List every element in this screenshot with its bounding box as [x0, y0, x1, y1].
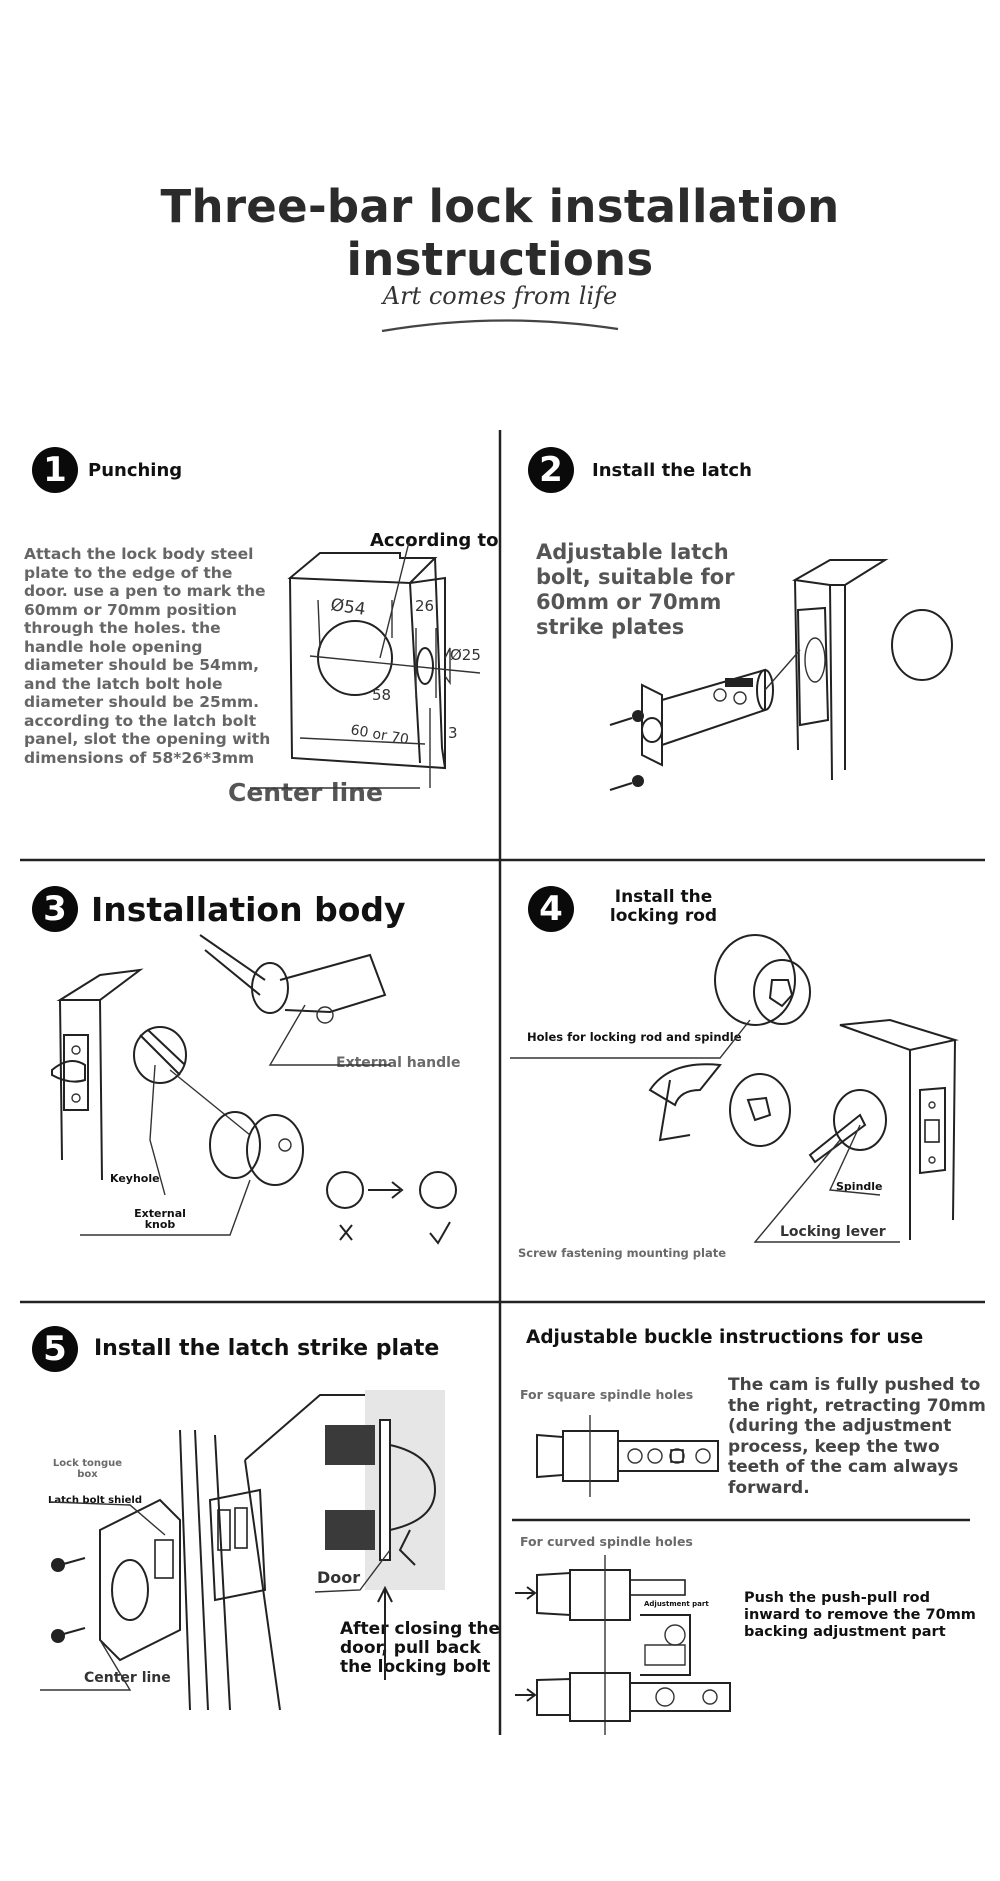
according-to-label: According to [370, 530, 499, 551]
page-title: Three-bar lock installation instructions [160, 180, 840, 286]
step-3-number-icon: 3 [32, 886, 78, 932]
dim-25: Ø25 [450, 646, 481, 664]
adjustable-buckle-title: Adjustable buckle instructions for use [526, 1327, 924, 1348]
step-5-number-icon: 5 [32, 1326, 78, 1372]
center-line-label: Center line [228, 778, 383, 807]
dim-54: Ø54 [329, 595, 366, 620]
dim-58: 58 [372, 686, 391, 704]
latch-bolt-shield-label: Latch bolt shield [48, 1495, 143, 1506]
tagline: Art comes from life [382, 282, 618, 310]
holes-label: Holes for locking rod and spindle [527, 1030, 742, 1044]
locking-lever-label: Locking lever [780, 1224, 886, 1240]
dim-26: 26 [415, 597, 434, 615]
screw-plate-label: Screw fastening mounting plate [518, 1246, 727, 1260]
step-5-title: Install the latch strike plate [94, 1336, 440, 1361]
step-4-number-icon: 4 [528, 886, 574, 932]
latch-install-diagram [609, 559, 953, 791]
square-latch-diagram [536, 1415, 719, 1497]
spindle-label: Spindle [836, 1180, 883, 1193]
step-1-title: Punching [88, 460, 183, 481]
strike-plate-diagram [40, 1390, 445, 1711]
curved-spindle-label: For curved spindle holes [520, 1534, 693, 1549]
step-2-description: Adjustable latch bolt, suitable for 60mm… [536, 540, 735, 639]
keyhole-label: Keyhole [110, 1172, 160, 1185]
curved-spindle-description: Push the push-pull rod inward to remove … [744, 1590, 976, 1640]
step-4-title: Install the locking rod [609, 887, 718, 926]
step-1-description: Attach the lock body steel plate to the … [24, 545, 271, 767]
installation-body-diagram [51, 934, 457, 1245]
square-spindle-description: The cam is fully pushed to the right, re… [728, 1375, 986, 1498]
center-line-label-2: Center line [84, 1670, 171, 1686]
dim-60-or-70: 60 or 70 [349, 722, 410, 748]
step-2-title: Install the latch [592, 460, 752, 481]
after-closing-label: After closing the door, pull back the lo… [340, 1619, 500, 1677]
external-handle-label: External handle [336, 1055, 461, 1071]
curved-latch-diagram [515, 1555, 731, 1735]
locking-rod-diagram [510, 934, 959, 1243]
lock-tongue-box-label: Lock tongue box [52, 1458, 123, 1480]
external-knob-label: External knob [134, 1207, 186, 1231]
swoosh-decoration [381, 319, 619, 333]
square-spindle-label: For square spindle holes [520, 1387, 694, 1402]
step-1-number-icon: 1 [32, 447, 78, 493]
dim-3: 3 [448, 724, 458, 742]
adjustment-part-label: Adjustment part [644, 1600, 709, 1608]
step-3-title: Installation body [91, 890, 406, 929]
door-drilling-diagram: Ø54 26 Ø25 58 60 or 70 3 [250, 537, 481, 789]
step-2-number-icon: 2 [528, 447, 574, 493]
door-label: Door [317, 1568, 361, 1587]
